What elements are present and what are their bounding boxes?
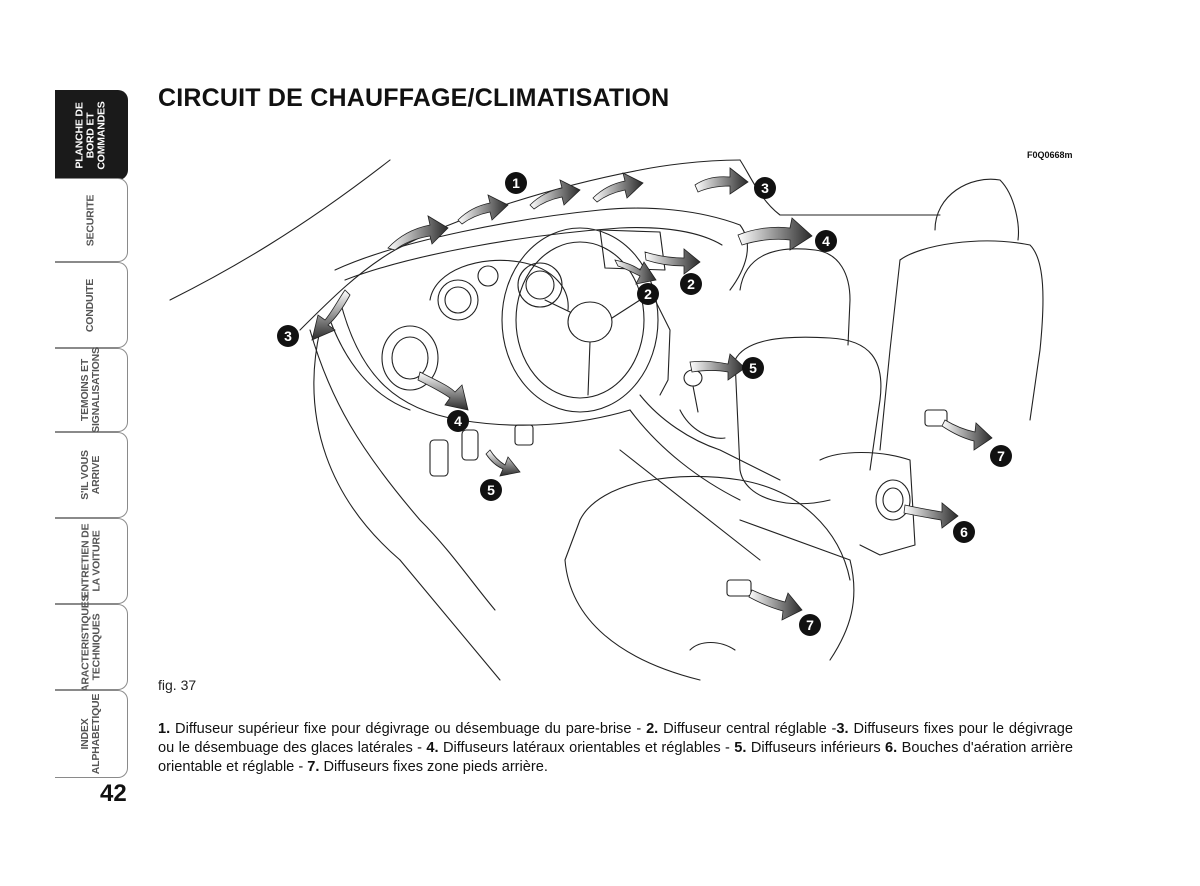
figure-code: F0Q0668m: [1027, 150, 1073, 160]
caption-number: 7.: [307, 759, 320, 775]
arrow-central-vent: [644, 248, 701, 275]
tab-label: TEMOINS ET SIGNALISATIONS: [79, 347, 102, 433]
callout-number: 2: [644, 286, 652, 302]
callout-number: 7: [997, 448, 1005, 464]
tab-caracteristiques[interactable]: CARACTERISTIQUES TECHNIQUES: [55, 595, 128, 699]
callout-number: 5: [487, 482, 495, 498]
arrow-rear-floor: [748, 589, 803, 621]
callout-3: 3: [754, 177, 776, 199]
tab-label: S'IL VOUS ARRIVE: [79, 450, 102, 500]
callout-2: 2: [680, 273, 702, 295]
figure-caption: 1. Diffuseur supérieur fixe pour dégivra…: [158, 720, 1073, 777]
callout-4: 4: [447, 410, 469, 432]
tab-conduite[interactable]: CONDUITE: [55, 262, 128, 348]
caption-number: 2.: [646, 721, 659, 737]
callout-number: 3: [761, 180, 769, 196]
callout-number: 6: [960, 524, 968, 540]
caption-text: Bouches d'aération arrière orientable et…: [158, 740, 1073, 775]
caption-number: 1.: [158, 721, 171, 737]
tab-securite[interactable]: SECURITE: [55, 178, 128, 262]
arrow-side-window-right: [694, 167, 749, 195]
tab-label: CONDUITE: [84, 278, 97, 332]
callout-4: 4: [815, 230, 837, 252]
callout-number: 7: [806, 617, 814, 633]
callout-3: 3: [277, 325, 299, 347]
tab-planche-de-bord[interactable]: PLANCHE DE BORD ET COMMANDES: [55, 90, 128, 180]
callouts: 1 2 2 3 3 4 4 5 5 6 7 7: [277, 172, 1012, 636]
airflow-arrows: [311, 167, 993, 621]
arrow-windshield: [387, 215, 449, 251]
callout-1: 1: [505, 172, 527, 194]
callout-number: 1: [512, 175, 520, 191]
callout-2: 2: [637, 283, 659, 305]
callout-7: 7: [990, 445, 1012, 467]
callout-number: 2: [687, 276, 695, 292]
chapter-sidebar: PLANCHE DE BORD ET COMMANDES SECURITE CO…: [55, 90, 133, 780]
caption-number: 6.: [885, 740, 898, 756]
page-number: 42: [100, 780, 127, 807]
figure-label: fig. 37: [158, 677, 197, 693]
tab-label: SECURITE: [84, 194, 97, 246]
callout-5: 5: [480, 479, 502, 501]
callout-number: 4: [454, 413, 462, 429]
callout-number: 4: [822, 233, 830, 249]
tab-label: ENTRETIEN DE LA VOITURE: [79, 523, 103, 599]
caption-text: Diffuseurs inférieurs: [746, 740, 886, 756]
caption-text: Diffuseurs fixes pour le dégivrage ou le…: [158, 721, 1073, 756]
caption-text: Diffuseur central réglable -: [658, 721, 837, 737]
arrow-rear-vent: [903, 502, 959, 529]
caption-number: 3.: [836, 721, 849, 737]
arrow-lower-left: [485, 449, 521, 477]
tab-label: INDEX ALPHABETIQUE: [79, 693, 102, 775]
callout-6: 6: [953, 521, 975, 543]
car-interior-drawing: [169, 159, 1044, 681]
caption-number: 5.: [734, 740, 747, 756]
arrow-windshield: [457, 194, 509, 225]
page-title: CIRCUIT DE CHAUFFAGE/CLIMATISATION: [158, 84, 670, 112]
arrow-side-vent-left: [417, 371, 469, 411]
arrow-lower-right: [689, 353, 746, 381]
callout-number: 5: [749, 360, 757, 376]
tab-label: CARACTERISTIQUES TECHNIQUES: [79, 594, 103, 700]
caption-text: Diffuseurs fixes zone pieds arrière.: [319, 759, 548, 775]
callout-number: 3: [284, 328, 292, 344]
arrow-central-vent: [614, 259, 657, 285]
caption-text: Diffuseur supérieur fixe pour dégivrage …: [170, 721, 647, 737]
caption-number: 4.: [426, 740, 439, 756]
tab-temoins[interactable]: TEMOINS ET SIGNALISATIONS: [55, 347, 128, 433]
tab-index[interactable]: INDEX ALPHABETIQUE: [55, 690, 128, 778]
caption-text: Diffuseurs latéraux orientables et régla…: [438, 740, 735, 756]
arrow-side-window-left: [311, 289, 351, 341]
climate-circuit-illustration: 1 2 2 3 3 4 4 5 5 6 7 7: [169, 159, 1044, 681]
tab-label: PLANCHE DE BORD ET COMMANDES: [73, 100, 108, 170]
callout-5: 5: [742, 357, 764, 379]
arrow-windshield: [529, 179, 581, 210]
tab-entretien[interactable]: ENTRETIEN DE LA VOITURE: [55, 518, 128, 604]
tab-sil-vous-arrive[interactable]: S'IL VOUS ARRIVE: [55, 432, 128, 518]
arrow-rear-floor: [941, 419, 993, 451]
arrow-side-vent-right: [737, 217, 813, 251]
arrow-windshield: [592, 172, 644, 203]
callout-7: 7: [799, 614, 821, 636]
